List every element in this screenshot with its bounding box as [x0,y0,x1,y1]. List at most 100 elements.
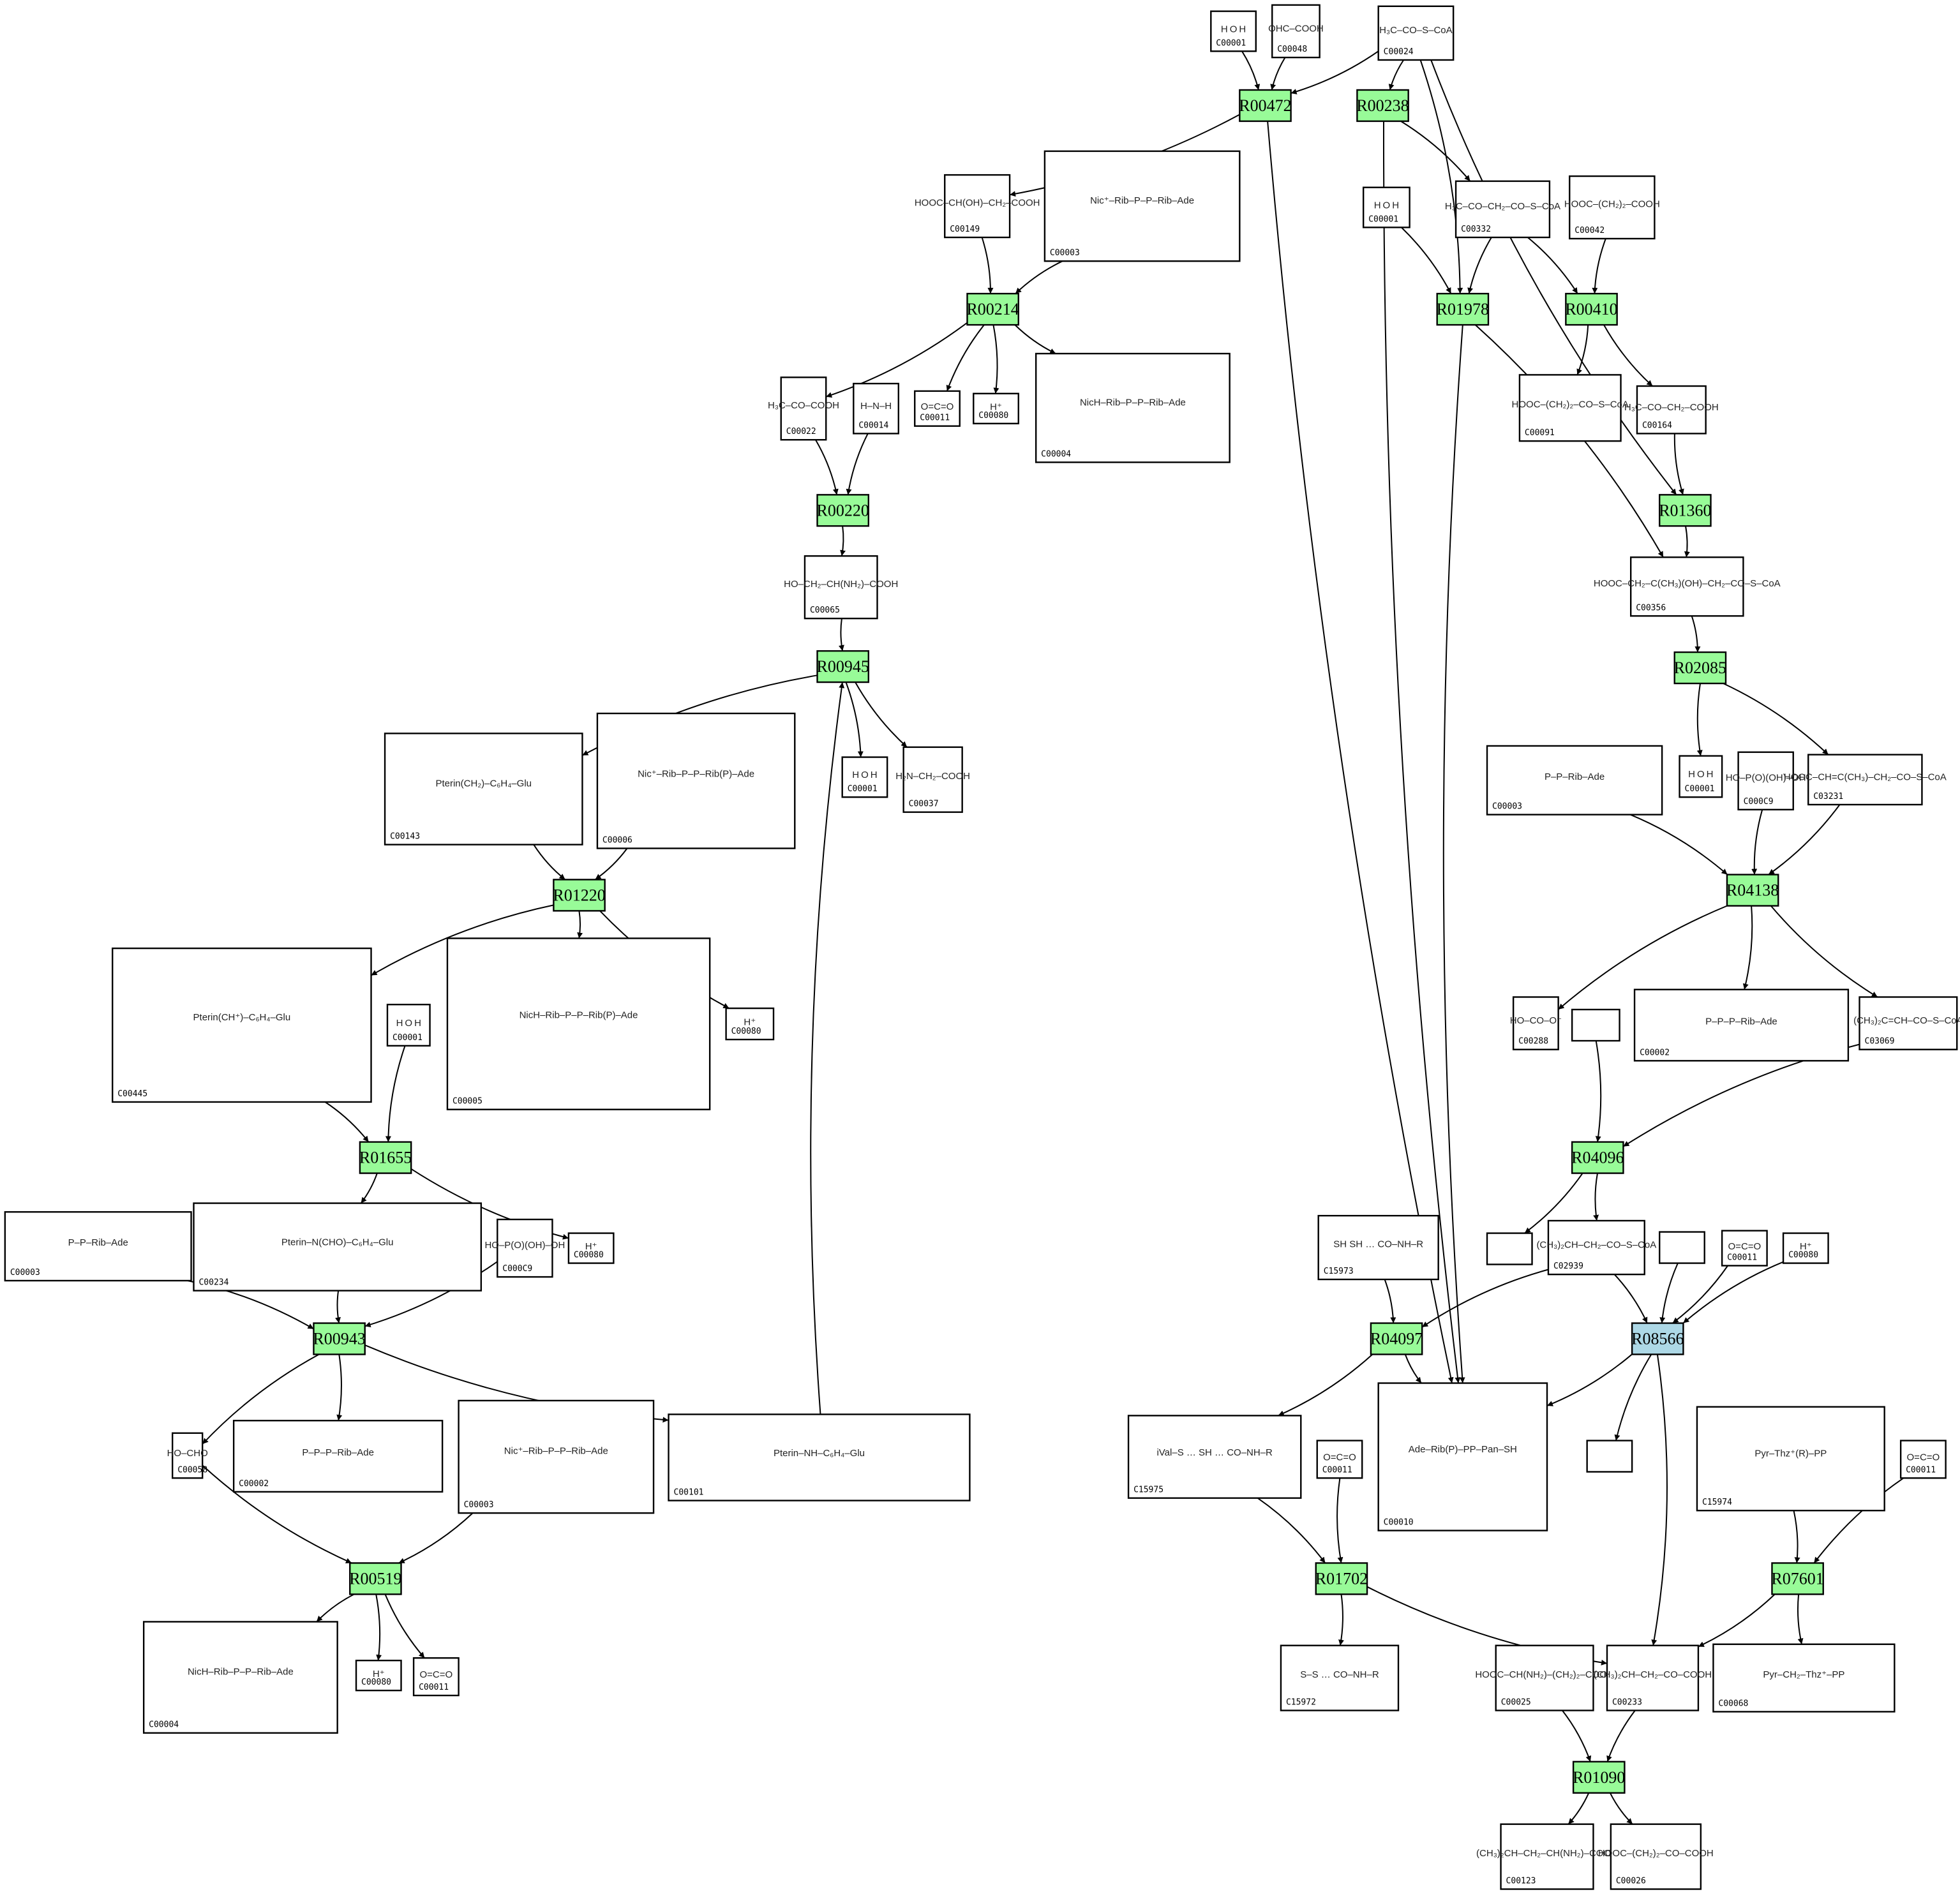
compound-box[interactable] [1317,1214,1439,1281]
compound-box[interactable] [1633,988,1850,1062]
compound-box[interactable] [1495,1644,1594,1711]
compound-box[interactable] [384,733,583,845]
reaction-node-r02085[interactable]: R02085 [1673,651,1727,685]
reaction-box[interactable] [1436,292,1490,326]
reaction-node-r00472[interactable]: R00472 [1239,89,1292,123]
reaction-box[interactable] [1370,1322,1423,1355]
compound-box[interactable] [142,1621,338,1734]
compound-box[interactable] [1377,1382,1548,1531]
reaction-box[interactable] [1572,1761,1626,1794]
compound-box[interactable] [1044,150,1241,262]
reaction-box[interactable] [553,879,606,912]
reaction-node-r00410[interactable]: R00410 [1565,292,1618,326]
compound-box[interactable] [386,1004,431,1047]
compound-box[interactable] [1500,1823,1594,1890]
compound-box[interactable] [1569,175,1656,240]
compound-box[interactable] [1127,1415,1302,1499]
reaction-box[interactable] [1239,89,1292,123]
compound-box[interactable] [1679,755,1723,798]
compound-box[interactable] [1210,10,1257,52]
compound-box[interactable] [973,392,1019,424]
compound-box[interactable] [944,174,1011,239]
compound-box[interactable] [446,937,711,1110]
compound-box[interactable] [567,1232,615,1264]
compound-box[interactable] [1782,1232,1829,1264]
compound-box[interactable] [1629,556,1744,617]
reaction-box[interactable] [816,650,870,683]
reaction-box[interactable] [1726,874,1779,907]
compound-node-c00288[interactable]: HO–CO–O⁻C00288 [1510,996,1562,1050]
compound-box[interactable] [1737,751,1794,810]
compound-node-empty[interactable] [1586,1440,1633,1473]
compound-box[interactable] [853,382,900,435]
compound-box[interactable] [1547,1219,1645,1276]
compound-node-c00080[interactable]: H⁺C00080 [973,392,1019,424]
reaction-box[interactable] [1356,89,1409,123]
compound-box[interactable] [1586,1440,1633,1473]
compound-box[interactable] [1610,1823,1702,1890]
reaction-box[interactable] [1659,494,1712,527]
reaction-box[interactable] [1565,292,1618,326]
reaction-node-r00945[interactable]: R00945 [816,650,870,683]
reaction-node-r01220[interactable]: R01220 [553,879,606,912]
compound-box[interactable] [902,746,963,813]
reaction-node-r04096[interactable]: R04096 [1571,1141,1624,1174]
compound-box[interactable] [1899,1440,1947,1479]
compound-box[interactable] [1486,1232,1533,1265]
reaction-node-r04097[interactable]: R04097 [1370,1322,1423,1355]
compound-box[interactable] [172,1432,204,1479]
compound-box[interactable] [355,1659,402,1692]
reaction-box[interactable] [349,1562,402,1595]
reaction-box[interactable] [1673,651,1727,685]
compound-node-c00080[interactable]: H⁺C00080 [567,1232,615,1264]
compound-node-empty[interactable] [1659,1231,1705,1264]
reaction-node-r00214[interactable]: R00214 [966,292,1019,326]
compound-box[interactable] [1712,1643,1896,1713]
reaction-node-r00238[interactable]: R00238 [1356,89,1409,123]
reaction-node-r00943[interactable]: R00943 [313,1322,366,1355]
reaction-node-r01702[interactable]: R01702 [1315,1562,1368,1595]
compound-box[interactable] [725,1007,775,1041]
compound-box[interactable] [497,1218,553,1278]
reaction-box[interactable] [816,494,870,527]
compound-box[interactable] [1636,385,1707,435]
compound-box[interactable] [193,1202,483,1292]
reaction-box[interactable] [1631,1322,1684,1355]
compound-box[interactable] [1518,374,1622,442]
reaction-box[interactable] [966,292,1019,326]
compound-node-c00080[interactable]: H⁺C00080 [355,1659,402,1692]
compound-box[interactable] [1455,180,1551,239]
